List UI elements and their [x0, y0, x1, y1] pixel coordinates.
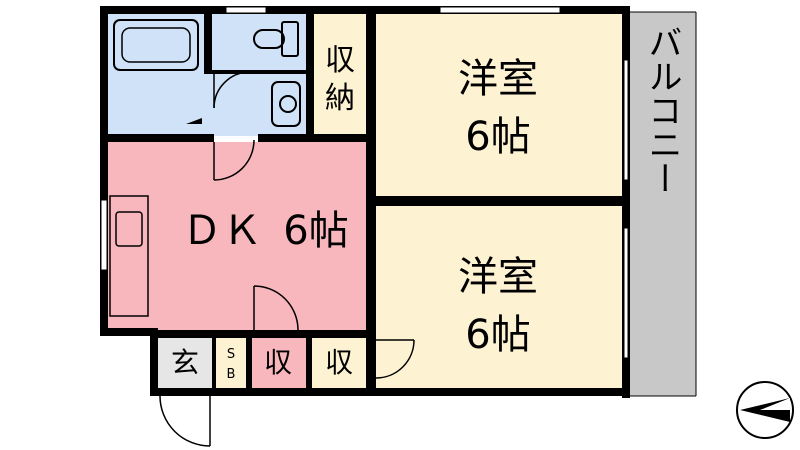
balcony	[628, 12, 696, 396]
shoe-box-line2: B	[227, 367, 236, 382]
storage-small-1-label: 収	[264, 346, 292, 379]
entrance-label: 玄	[171, 346, 199, 379]
toilet-room	[210, 12, 306, 70]
western-top-name: 洋室	[458, 56, 538, 102]
western-bottom-size: 6帖	[465, 312, 530, 358]
shoe-box-line1: S	[227, 347, 235, 362]
dk-top-door	[213, 139, 255, 181]
western-bottom-name: 洋室	[458, 254, 538, 300]
washroom-door	[213, 71, 251, 109]
storage-small-2-label: 収	[325, 346, 353, 379]
western-room-top	[376, 12, 628, 198]
storage-top-line2: 納	[325, 81, 355, 116]
bathtub	[113, 19, 199, 71]
shoe-box	[216, 336, 246, 388]
toilet	[253, 21, 299, 57]
western-top-size: 6帖	[465, 114, 530, 160]
sliding-doors	[369, 16, 499, 322]
entrance-floor	[156, 336, 214, 388]
dk-size: 6帖	[283, 208, 348, 254]
storage-small-1	[250, 336, 306, 388]
entrance-door	[159, 395, 211, 447]
balcony-label: バルコニー	[642, 25, 682, 195]
windows	[100, 6, 629, 359]
dk-name: ＤＫ	[182, 208, 262, 254]
north-arrow-icon	[736, 381, 794, 439]
western-room-bottom	[376, 206, 628, 390]
storage-top-line1: 収	[325, 43, 355, 78]
western-room-door	[375, 339, 415, 379]
storage-top	[312, 12, 372, 136]
storage-small-2	[312, 336, 366, 388]
dk-bottom-door	[253, 285, 299, 331]
walls	[100, 6, 630, 398]
wash-basin	[271, 81, 301, 127]
